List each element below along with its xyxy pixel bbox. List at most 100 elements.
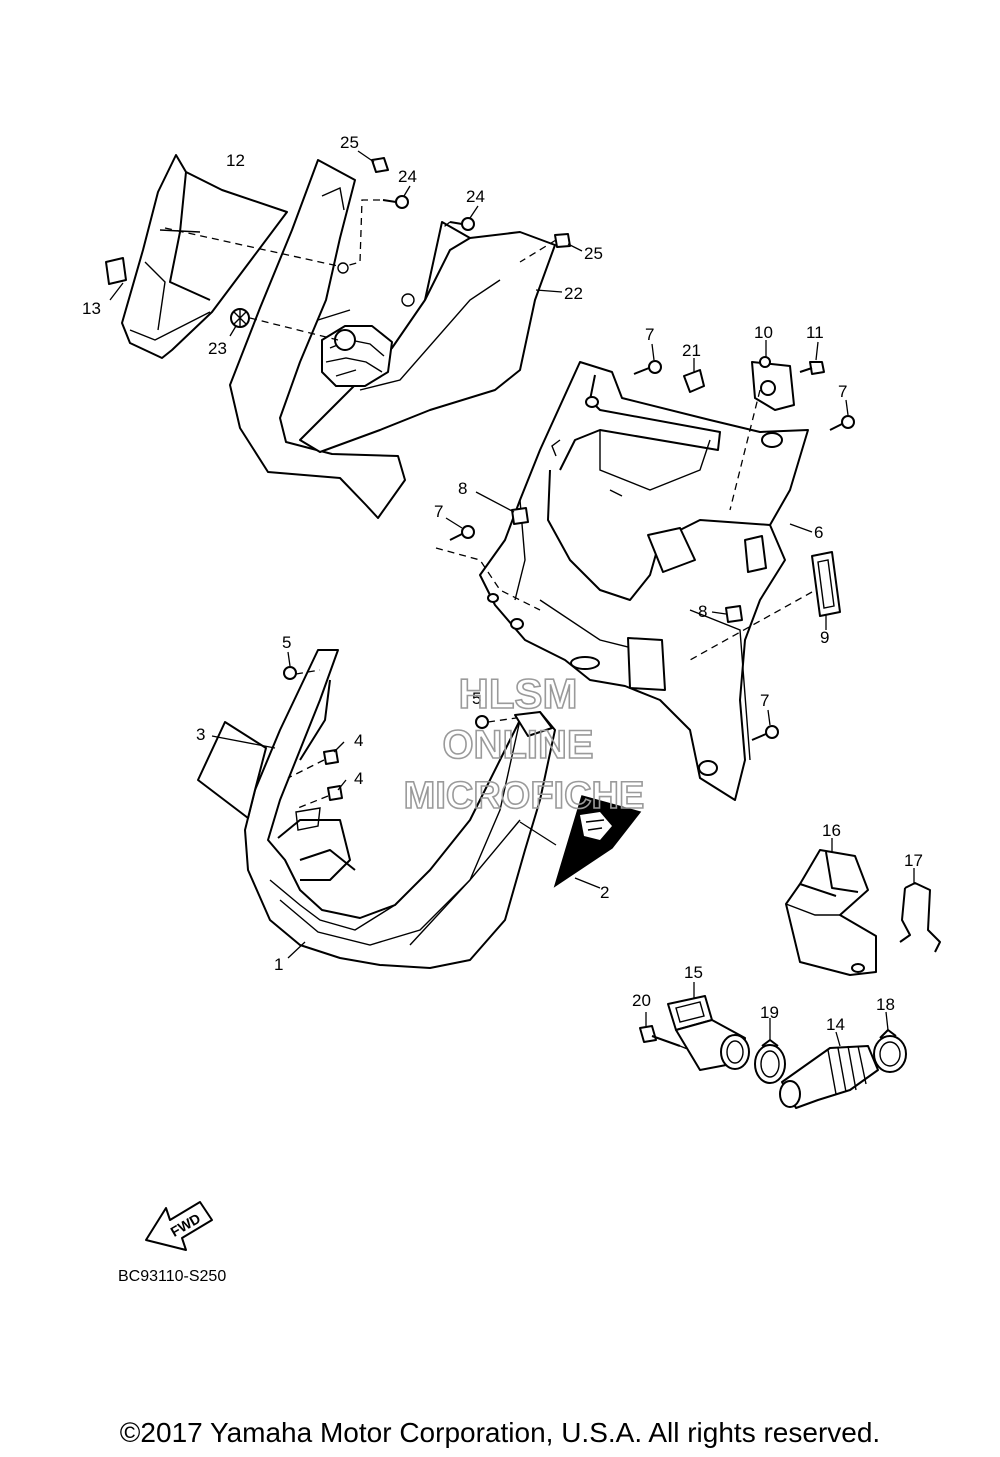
callout-14: 14 bbox=[826, 1015, 845, 1034]
callout-8b: 8 bbox=[698, 602, 707, 621]
callout-6: 6 bbox=[814, 523, 823, 542]
callout-19: 19 bbox=[760, 1003, 779, 1022]
leader-8a bbox=[475, 491, 515, 513]
callout-8a: 8 bbox=[458, 479, 467, 498]
callout-4a: 4 bbox=[354, 731, 363, 750]
part-25-nut-right bbox=[554, 233, 571, 248]
leader-7b bbox=[845, 399, 849, 416]
leader-4a bbox=[333, 741, 345, 753]
part-7-screw-c bbox=[449, 525, 475, 541]
dashline-12-to-22 bbox=[164, 227, 339, 267]
leader-23 bbox=[229, 325, 237, 337]
callout-24a: 24 bbox=[398, 167, 417, 186]
part-9-seal bbox=[811, 551, 841, 617]
leader-7d bbox=[767, 709, 771, 726]
leader-7c bbox=[445, 517, 463, 529]
leader-14 bbox=[835, 1031, 841, 1047]
leader-25a bbox=[357, 150, 375, 163]
part-7-screw-b bbox=[829, 415, 855, 431]
leader-3 bbox=[211, 735, 276, 749]
part-23-emblem bbox=[230, 308, 250, 328]
callout-9: 9 bbox=[820, 628, 829, 647]
callout-17: 17 bbox=[904, 851, 923, 870]
leader-5a bbox=[287, 651, 291, 667]
callout-22: 22 bbox=[564, 284, 583, 303]
dashline-20 bbox=[679, 1045, 691, 1051]
callout-23: 23 bbox=[208, 339, 227, 358]
leader-1 bbox=[287, 941, 306, 959]
part-24-screw-upper bbox=[382, 195, 409, 209]
part-6-inner-panel bbox=[479, 361, 809, 801]
callout-1: 1 bbox=[274, 955, 283, 974]
fwd-arrow-icon: FWD bbox=[145, 1201, 213, 1251]
dashline-24a bbox=[345, 199, 380, 267]
leader-22 bbox=[535, 289, 563, 293]
callout-16: 16 bbox=[822, 821, 841, 840]
part-2-decal bbox=[553, 795, 642, 888]
part-8-clip-a bbox=[511, 507, 529, 525]
part-15-intake-joint bbox=[667, 995, 750, 1071]
leader-2b bbox=[519, 821, 557, 846]
part-12-left-cover bbox=[121, 154, 288, 359]
callout-7d: 7 bbox=[760, 691, 769, 710]
leader-6 bbox=[789, 523, 813, 533]
leader-13 bbox=[109, 282, 124, 301]
part-21-sticker bbox=[683, 369, 705, 393]
leader-24b bbox=[469, 205, 479, 219]
part-14-hose bbox=[779, 1045, 879, 1109]
part-17-spring-clip bbox=[899, 882, 941, 953]
leader-7a bbox=[651, 343, 655, 361]
part-5-screw-a bbox=[283, 666, 297, 680]
leader-18 bbox=[885, 1011, 889, 1031]
leader-11 bbox=[815, 341, 819, 361]
callout-25a: 25 bbox=[340, 133, 359, 152]
diagram-code: BC93110-S250 bbox=[118, 1268, 226, 1285]
callout-7c: 7 bbox=[434, 502, 443, 521]
callout-3: 3 bbox=[196, 725, 205, 744]
callout-18: 18 bbox=[876, 995, 895, 1014]
callout-2: 2 bbox=[600, 883, 609, 902]
leader-8b bbox=[711, 611, 727, 615]
dashline-10 bbox=[729, 389, 761, 511]
callout-5b: 5 bbox=[472, 689, 481, 708]
callout-25b: 25 bbox=[584, 244, 603, 263]
callout-21: 21 bbox=[682, 341, 701, 360]
part-11-bolt bbox=[799, 361, 825, 375]
callout-10: 10 bbox=[754, 323, 773, 342]
part-1-lower-cover bbox=[244, 649, 556, 969]
callout-4b: 4 bbox=[354, 769, 363, 788]
callout-15: 15 bbox=[684, 963, 703, 982]
leader-24a bbox=[403, 185, 411, 197]
part-7-screw-d bbox=[751, 725, 779, 741]
watermark-line-1: HLSM bbox=[459, 670, 578, 717]
part-18-clamp bbox=[873, 1029, 907, 1073]
part-19-clamp bbox=[754, 1039, 786, 1084]
dashline-4 bbox=[287, 759, 329, 809]
part-13-label-sticker bbox=[105, 257, 127, 285]
leader-4b bbox=[337, 779, 347, 791]
callout-5a: 5 bbox=[282, 633, 291, 652]
callout-labels: 1 2 3 4 4 5 5 6 7 7 7 7 8 8 9 10 11 12 1… bbox=[82, 133, 923, 1034]
callout-11: 11 bbox=[806, 323, 824, 342]
callout-24b: 24 bbox=[466, 187, 485, 206]
callout-7a: 7 bbox=[645, 325, 654, 344]
part-3-side-sheet bbox=[197, 721, 267, 819]
part-20-bolt bbox=[639, 1025, 681, 1047]
callout-13: 13 bbox=[82, 299, 101, 318]
dashline-24b bbox=[439, 221, 451, 231]
part-8-clip-b bbox=[725, 605, 743, 623]
callout-20: 20 bbox=[632, 991, 651, 1010]
part-22-front-panel bbox=[229, 159, 556, 519]
callout-12: 12 bbox=[226, 151, 245, 170]
part-7-screw-a bbox=[633, 360, 662, 375]
watermark: HLSM ONLINE MICROFICHE bbox=[403, 669, 645, 818]
dashline-5a bbox=[295, 669, 321, 675]
part-4-nut-a bbox=[323, 749, 339, 765]
watermark-line-2: ONLINE bbox=[442, 723, 593, 767]
part-10-bracket bbox=[751, 356, 795, 411]
part-25-nut-upper bbox=[371, 157, 389, 173]
dashline-5b bbox=[487, 717, 517, 723]
part-16-duct bbox=[785, 849, 877, 976]
dashline-23 bbox=[249, 317, 339, 341]
